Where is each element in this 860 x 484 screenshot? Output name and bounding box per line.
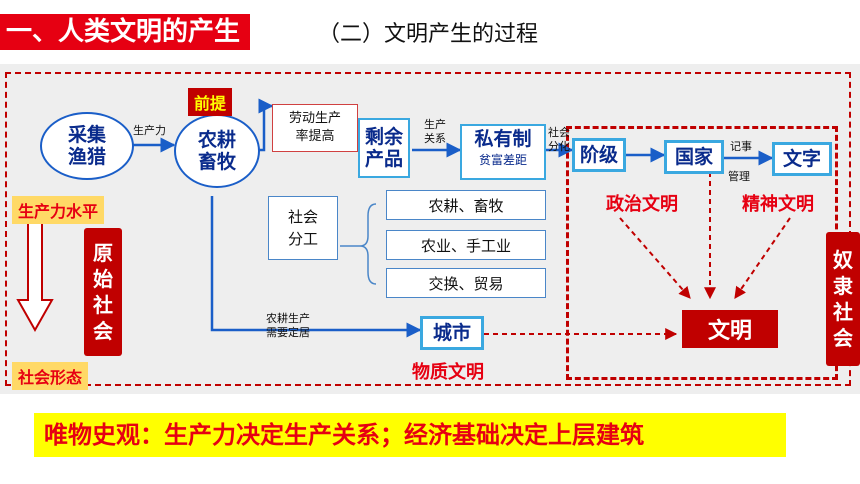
division-brace [359, 203, 377, 285]
yuanshi-char-1: 原 [93, 241, 113, 265]
hollow-down-arrow [16, 221, 54, 333]
node-wenming: 文明 [682, 310, 778, 348]
node-pinfu: 贫富差距 [478, 153, 527, 167]
conclusion-banner: 唯物史观：生产力决定生产关系；经济基础决定上层建筑 [34, 413, 786, 457]
node-siyouzhi-box: 私有制 贫富差距 [460, 124, 546, 180]
node-wenzi: 文字 [772, 142, 832, 176]
edge-label-shengchanli: 生产力 [133, 124, 166, 137]
arrow-nonggeng-chengshi [210, 196, 422, 338]
edge-label-jishi: 记事 [730, 140, 752, 153]
arrow-nonggeng-laodong [258, 98, 274, 152]
nuli-char-4: 会 [833, 326, 853, 350]
section-subtitle: （二）文明产生的过程 [318, 22, 539, 47]
arrow-jingshen-wenming [734, 217, 791, 299]
yuanshi-char-3: 社 [93, 293, 113, 317]
label-nuli-shehui: 奴 隶 社 会 [826, 232, 860, 366]
nuli-char-3: 社 [833, 300, 853, 324]
node-nonggeng: 农耕 畜牧 [174, 114, 260, 188]
node-caiji: 采集 渔猎 [40, 112, 134, 180]
fengong-item-2: 农业、手工业 [386, 230, 546, 260]
node-chengshi: 城市 [420, 316, 484, 350]
node-laodong: 劳动生产 率提高 [272, 104, 358, 152]
label-shengchanli-shuiping: 生产力水平 [12, 196, 105, 224]
label-zhengzhi-wenming: 政治文明 [606, 194, 678, 215]
fengong-item-1: 农耕、畜牧 [386, 190, 546, 220]
node-guojia: 国家 [664, 140, 724, 174]
node-jieji: 阶级 [572, 138, 626, 172]
node-shengyu: 剩余 产品 [358, 118, 410, 178]
label-yuanshi-shehui: 原 始 社 会 [84, 228, 122, 356]
label-shehui-xingtai: 社会形态 [12, 362, 89, 390]
outer-dashed-frame [5, 72, 851, 386]
section-title: 一、人类文明的产生 [0, 14, 251, 50]
edge-label-shengchan-guanxi: 生产 关系 [424, 118, 446, 145]
nuli-char-1: 奴 [833, 248, 853, 272]
label-qianti: 前提 [188, 88, 233, 116]
fengong-item-3: 交换、贸易 [386, 268, 546, 298]
label-jingshen-wenming: 精神文明 [742, 194, 814, 215]
edge-label-guanli: 管理 [728, 170, 750, 183]
label-wuzhi-wenming: 物质文明 [412, 362, 484, 383]
yuanshi-char-4: 会 [93, 319, 113, 343]
arrow-zhengzhi-wenming [619, 217, 691, 299]
node-shehui-fengong: 社会 分工 [268, 196, 338, 260]
edge-label-dingju: 农耕生产 需要定居 [266, 312, 310, 339]
edge-label-shehui-fenhua: 社会 分化 [548, 126, 570, 153]
yuanshi-char-2: 始 [93, 267, 113, 291]
node-siyouzhi: 私有制 [474, 128, 532, 150]
nuli-char-2: 隶 [833, 274, 853, 298]
